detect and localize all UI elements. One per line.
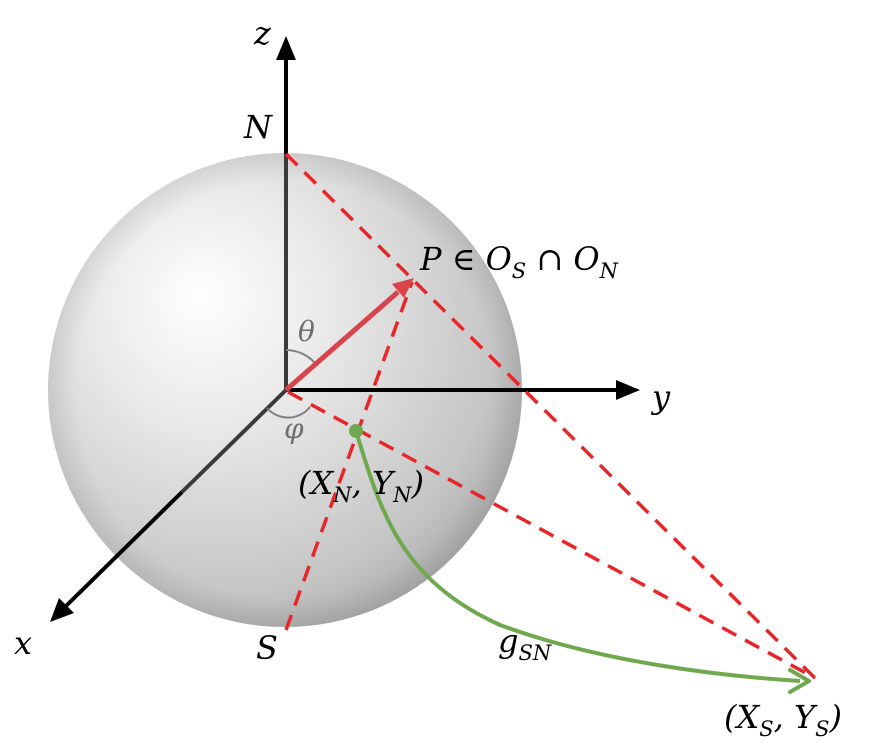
z-axis-arrowhead (276, 36, 296, 60)
origin-to-xs-line (287, 390, 816, 680)
map-g: g (498, 622, 518, 660)
south-pole-label: S (256, 629, 278, 667)
xn-sub-1: N (332, 483, 352, 507)
xn-sub-2: N (392, 483, 412, 507)
north-pole-label: N (243, 108, 273, 146)
point-p-sub-s: S (512, 259, 526, 283)
phi-angle-arc (266, 406, 311, 419)
point-p-main: P ∈ O (419, 240, 512, 278)
z-axis-label: z (253, 14, 272, 52)
x-axis-label: x (14, 624, 32, 662)
point-xn-dot (349, 424, 363, 438)
transition-map-arrowhead (788, 668, 811, 694)
point-xs-label: (XS, YS) (724, 698, 842, 741)
point-p-cap: ∩ O (526, 240, 599, 278)
map-sub: SN (518, 641, 551, 665)
x-axis (64, 490, 184, 608)
transition-map-label: gSN (498, 622, 552, 665)
y-axis-arrowhead (616, 380, 640, 400)
xs-open: (X (724, 698, 760, 736)
xs-close: ) (829, 698, 842, 736)
theta-label: θ (298, 315, 315, 348)
xn-mid: , Y (352, 464, 396, 502)
x-axis-arrowhead (50, 598, 74, 622)
south-to-p-line (284, 281, 414, 631)
y-axis-label: y (650, 378, 671, 416)
coordinate-axes (50, 36, 640, 622)
transition-map-curve (354, 430, 801, 683)
phi-label: φ (284, 412, 304, 445)
xs-sub-1: S (759, 717, 773, 741)
radius-vector (284, 290, 400, 392)
north-to-point-xs-line (284, 152, 817, 680)
xs-mid: , Y (774, 698, 818, 736)
xn-close: ) (410, 464, 423, 502)
xs-sub-2: S (815, 717, 829, 741)
theta-angle-arc (285, 349, 315, 363)
x-axis-inside (180, 388, 288, 494)
xn-open: (X (298, 464, 334, 502)
point-p-sub-n: N (599, 259, 619, 283)
point-p-label: P ∈ OS ∩ ON (419, 240, 619, 283)
projection-lines (284, 152, 817, 680)
radius-vector-arrowhead (392, 278, 414, 298)
point-xn-label: (XN, YN) (298, 464, 424, 507)
